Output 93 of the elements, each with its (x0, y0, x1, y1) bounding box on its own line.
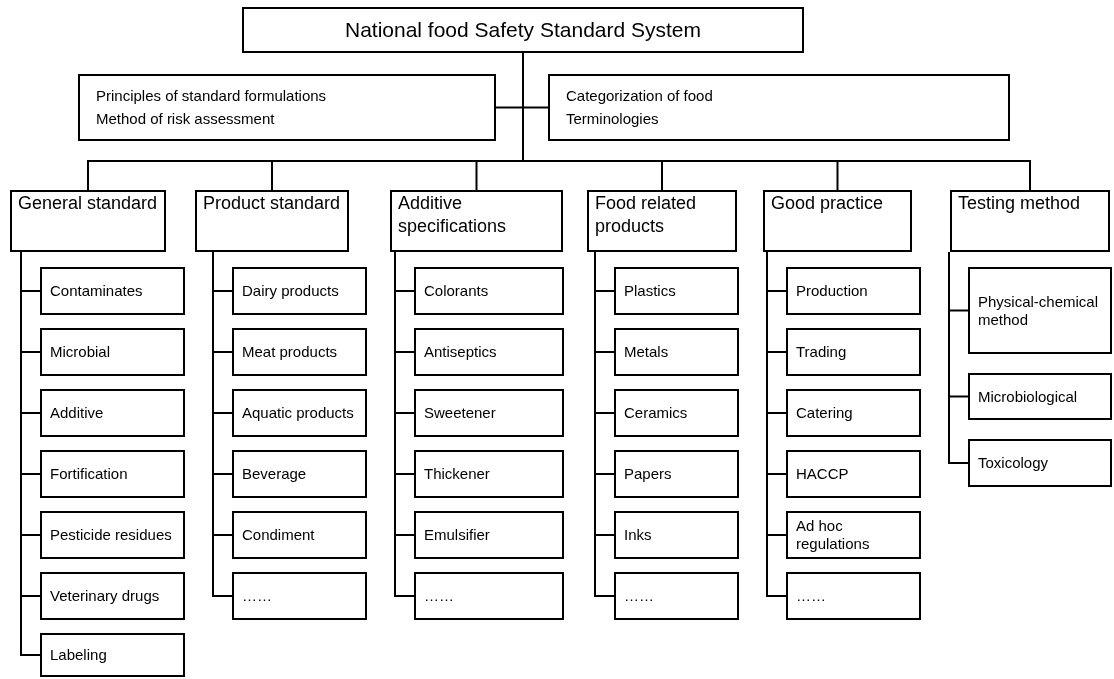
box-text: Food related products (595, 192, 698, 237)
box-text: Veterinary drugs (50, 587, 161, 605)
item-box (614, 389, 739, 437)
item-box (786, 450, 921, 498)
item-box (414, 450, 564, 498)
item-box (786, 267, 921, 315)
box-text: Toxicology (978, 454, 1050, 472)
item-box (232, 450, 367, 498)
box-text: Labeling (50, 646, 108, 664)
box-text: Additive (50, 404, 105, 422)
box-text: Emulsifier (424, 526, 491, 544)
box-text: Terminologies (566, 108, 660, 129)
box-text: Categorization of food (566, 86, 714, 106)
box-text: Ceramics (624, 404, 689, 422)
connector-line (394, 251, 415, 597)
category-box (390, 190, 563, 252)
item-box (786, 328, 921, 376)
box-text: Production (796, 282, 869, 300)
item-box (786, 389, 921, 437)
box-text: …… (796, 587, 827, 605)
item-box (968, 439, 1112, 487)
box-text: Inks (624, 526, 653, 544)
box-text: Principles of standard formulations (96, 86, 328, 106)
item-box (614, 450, 739, 498)
box-text: Thickener (424, 465, 491, 483)
item-box (232, 572, 367, 620)
category-box (763, 190, 912, 252)
box-text: Meat products (242, 343, 339, 361)
category-box (195, 190, 349, 252)
box-text: Microbial (50, 343, 111, 361)
box-text: Pesticide residues (50, 526, 173, 544)
connector-line (594, 251, 615, 597)
item-box (614, 511, 739, 559)
item-box (40, 389, 185, 437)
item-box (40, 572, 185, 620)
title-box (242, 7, 804, 53)
connector-line (766, 251, 787, 597)
item-box (232, 511, 367, 559)
item-box (232, 328, 367, 376)
category-box (10, 190, 166, 252)
item-box (414, 328, 564, 376)
box-text: Beverage (242, 465, 308, 483)
item-box (414, 267, 564, 315)
box-text: Product standard (203, 192, 341, 215)
item-box (40, 450, 185, 498)
box-text: Additive specifications (398, 192, 508, 237)
box-text: Contaminates (50, 282, 144, 300)
box-text: Condiment (242, 526, 316, 544)
item-box (414, 389, 564, 437)
item-box (614, 267, 739, 315)
box-text: General standard (18, 192, 158, 215)
box-text: Antiseptics (424, 343, 498, 361)
item-box (232, 267, 367, 315)
item-box (614, 328, 739, 376)
box-text: Colorants (424, 282, 490, 300)
category-box (950, 190, 1110, 252)
item-box (414, 572, 564, 620)
box-text: Metals (624, 343, 670, 361)
item-box (968, 373, 1112, 420)
box-text: Dairy products (242, 282, 340, 300)
box-text: …… (424, 587, 455, 605)
item-box (232, 389, 367, 437)
topic-box (78, 74, 496, 141)
item-box (40, 267, 185, 315)
item-box (614, 572, 739, 620)
category-box (587, 190, 737, 252)
box-text: Plastics (624, 282, 677, 300)
connector-line (212, 251, 233, 597)
topic-box (548, 74, 1010, 141)
box-text: Physical-chemical method (978, 292, 1100, 329)
box-text: Fortification (50, 465, 129, 483)
box-text: Catering (796, 404, 854, 422)
box-text: Method of risk assessment (96, 108, 276, 129)
item-box (968, 267, 1112, 354)
box-text: National food Safety Standard System (344, 17, 701, 44)
box-text: Papers (624, 465, 673, 483)
item-box (40, 511, 185, 559)
box-text: Microbiological (978, 387, 1079, 406)
box-text: …… (624, 587, 655, 605)
item-box (40, 328, 185, 376)
box-text: Sweetener (424, 404, 497, 422)
box-text: Aquatic products (242, 404, 355, 422)
box-text: Ad hoc regulations (796, 517, 871, 553)
item-box (414, 511, 564, 559)
box-text: HACCP (796, 465, 850, 483)
item-box (40, 633, 185, 677)
item-box (786, 511, 921, 559)
box-text: Trading (796, 343, 848, 361)
box-text: Testing method (958, 192, 1082, 215)
connector-line (948, 251, 969, 464)
item-box (786, 572, 921, 620)
box-text: …… (242, 587, 273, 605)
box-text: Good practice (771, 192, 885, 215)
